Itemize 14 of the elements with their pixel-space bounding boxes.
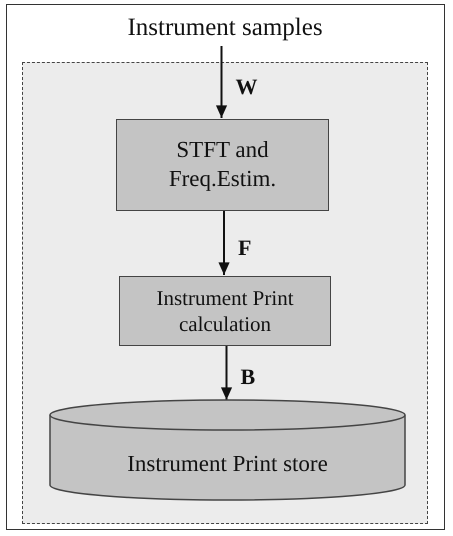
cylinder-node (49, 399, 406, 501)
edge-label: B (240, 364, 256, 390)
arrow (218, 210, 230, 275)
arrow (220, 345, 232, 400)
arrow (216, 46, 228, 118)
process-box (119, 276, 331, 346)
edge-label: W (236, 74, 258, 100)
input-label: Instrument samples (127, 13, 323, 44)
node-text: Instrument Print calculation (155, 284, 295, 338)
edge-label: F (238, 234, 252, 260)
process-box (116, 119, 329, 211)
dashed-group-box (22, 62, 428, 524)
node-text: STFT and Freq.Estim. (168, 136, 278, 193)
node-text: Instrument Print store (127, 450, 328, 478)
